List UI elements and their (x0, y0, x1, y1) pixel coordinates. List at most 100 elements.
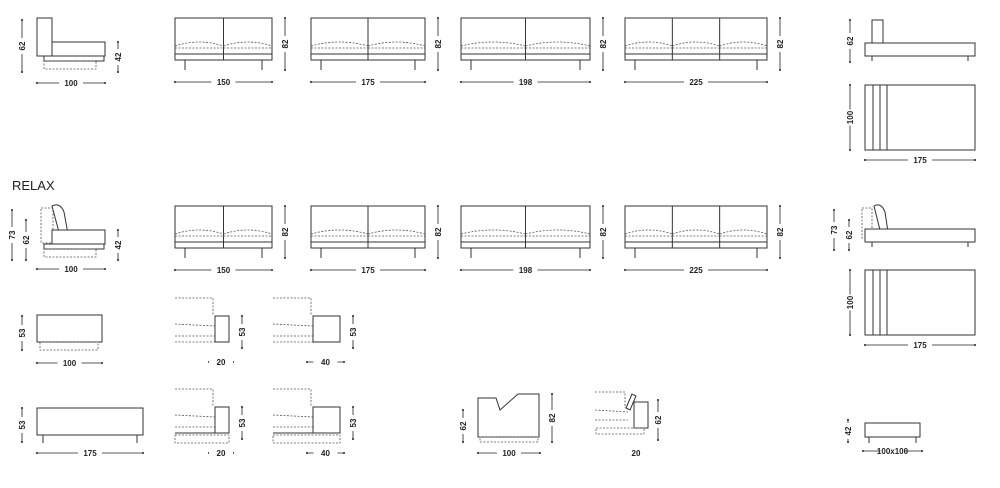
dimension-tick (11, 209, 13, 211)
dimension-tick (589, 269, 591, 271)
label-bg (59, 78, 83, 88)
height-label: 53 (238, 418, 247, 427)
height-label: 42 (844, 426, 853, 435)
dimension-tick (864, 159, 866, 161)
width-label: 225 (689, 266, 703, 275)
height-label: 82 (776, 227, 785, 236)
armrest (312, 406, 341, 434)
label-bg (845, 294, 855, 311)
width-label: 40 (321, 358, 330, 367)
label-bg (684, 265, 708, 275)
width-label: 100 (64, 79, 78, 88)
height-label: 73 (8, 230, 17, 239)
label-bg (113, 237, 123, 253)
seat-cushion-top (719, 229, 768, 235)
label-bg (17, 38, 27, 54)
label-bg (598, 224, 608, 240)
label-bg (547, 410, 557, 426)
armrest (312, 315, 341, 343)
height-label: 82 (548, 413, 557, 422)
dimension-tick (424, 269, 426, 271)
dimension-tick (849, 19, 851, 21)
armrest (214, 406, 230, 434)
dimension-tick (241, 315, 243, 317)
height-label: 53 (18, 328, 27, 337)
height-label: 62 (22, 235, 31, 244)
label-bg (624, 448, 648, 458)
dimension-tick (779, 257, 781, 259)
label-bg (433, 224, 443, 240)
dimension-tick (306, 452, 308, 454)
module-outline (595, 391, 626, 408)
width-label: 175 (83, 449, 97, 458)
label-bg (844, 227, 854, 243)
label-bg (78, 448, 102, 458)
dimension-tick (241, 406, 243, 408)
label-bg (433, 36, 443, 52)
dimension-tick (779, 205, 781, 207)
ottoman-base (39, 341, 99, 351)
label-bg (356, 265, 380, 275)
width-label: 198 (519, 78, 533, 87)
dimension-tick (849, 149, 851, 151)
dimension-tick (779, 17, 781, 19)
width-label: 20 (217, 449, 226, 458)
label-bg (845, 109, 855, 126)
label-bg (348, 415, 358, 431)
label-bg (237, 324, 247, 340)
label-bg (211, 77, 236, 87)
dimension-tick (21, 19, 23, 21)
dimension-tick (117, 229, 119, 231)
height-label: 53 (238, 327, 247, 336)
module-outline (273, 388, 312, 407)
label-bg (280, 36, 290, 52)
dimension-tick (104, 82, 106, 84)
chaise-plan (864, 84, 976, 151)
seat-cushion-top (460, 229, 526, 235)
dimension-tick (306, 361, 308, 363)
dimension-tick (602, 17, 604, 19)
height-label: 82 (281, 39, 290, 48)
bench (36, 407, 144, 436)
cushion-outline (272, 414, 314, 418)
seat-cushion-top (174, 229, 224, 235)
label-bg (908, 340, 932, 350)
dimension-tick (462, 441, 464, 443)
label-bg (775, 36, 785, 52)
width-label: 150 (217, 78, 231, 87)
section-label-relax: RELAX (12, 178, 55, 193)
height-label: 62 (18, 41, 27, 50)
module-outline (273, 297, 312, 316)
seat-cushion-top (310, 229, 369, 235)
dimension-tick (25, 259, 27, 261)
dimension-tick (624, 269, 626, 271)
seat-cushion-top (223, 41, 273, 47)
base-frame (174, 434, 230, 444)
dimension-tick (142, 452, 144, 454)
dimension-tick (36, 452, 38, 454)
seat-cushion-top (223, 229, 273, 235)
height-label: 82 (599, 39, 608, 48)
dimension-tick (11, 259, 13, 261)
seat-cushion-top (624, 229, 673, 235)
dimension-tick (117, 41, 119, 43)
dimension-tick (104, 268, 106, 270)
width-label: 100 (502, 449, 516, 458)
dimension-tick (864, 344, 866, 346)
height-label: 62 (846, 36, 855, 45)
dimension-tick (657, 399, 659, 401)
dimension-tick (437, 17, 439, 19)
label-bg (280, 224, 290, 240)
seat-cushion-top (460, 41, 526, 47)
seat-cushion (51, 41, 106, 57)
dimension-tick (437, 205, 439, 207)
dimension-tick (460, 81, 462, 83)
height-label: 82 (281, 227, 290, 236)
dimension-tick (460, 269, 462, 271)
width-label: 175 (913, 156, 927, 165)
chaise-seat (864, 42, 976, 57)
dimension-tick (602, 69, 604, 71)
dimension-tick (36, 268, 38, 270)
dimension-tick (437, 69, 439, 71)
height-label: 82 (434, 39, 443, 48)
